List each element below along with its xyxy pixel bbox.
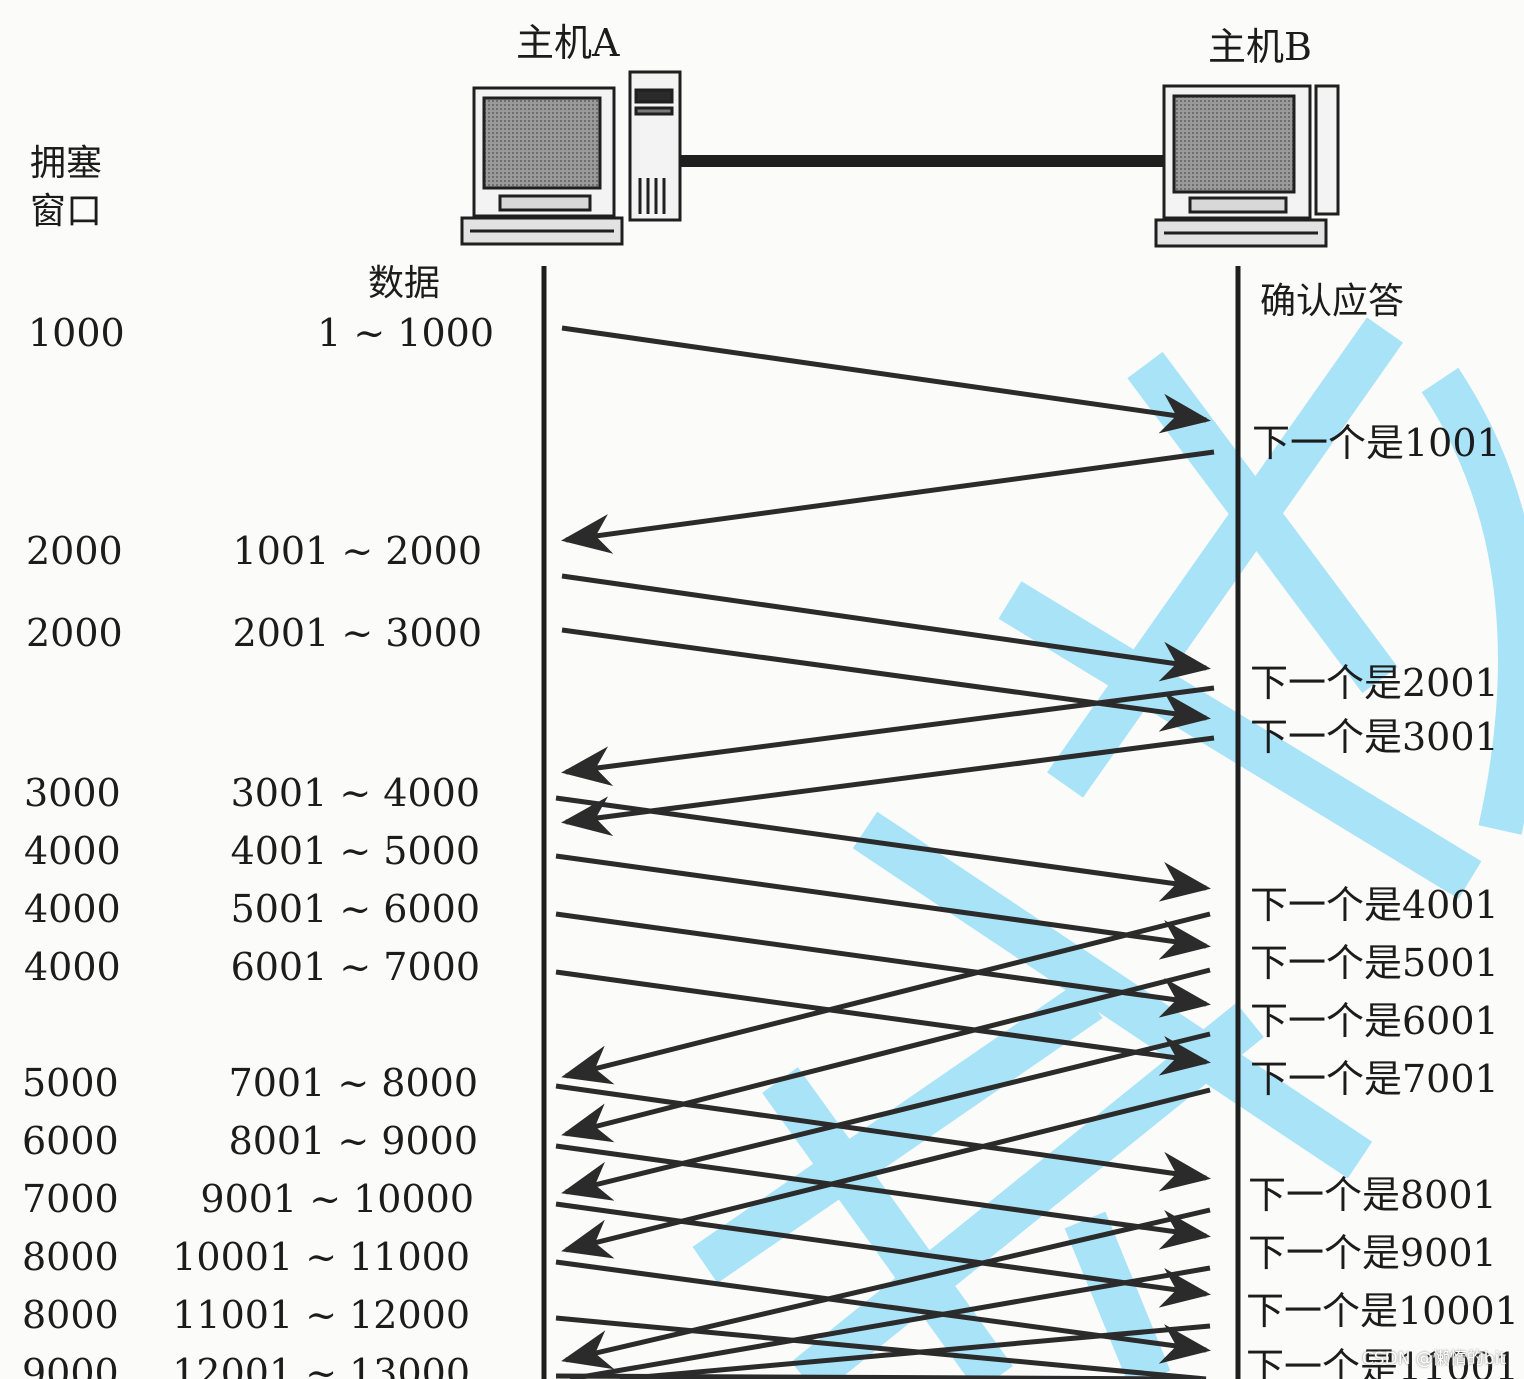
ack-arrow — [561, 1207, 1211, 1370]
ack-label: 下一个是4001 — [1250, 883, 1499, 927]
cwnd-header-line1: 拥塞 — [30, 143, 103, 184]
cwnd-value: 5000 — [22, 1061, 119, 1105]
data-range: 1 ~ 1000 — [317, 311, 494, 355]
data-segment-arrow — [555, 1083, 1211, 1192]
cwnd-value: 2000 — [26, 529, 123, 573]
ack-label: 下一个是1001 — [1252, 421, 1501, 465]
ack-header: 确认应答 — [1260, 281, 1405, 322]
cwnd-value: 7000 — [22, 1177, 119, 1221]
data-segment-arrow — [561, 325, 1211, 434]
ack-label: 下一个是7001 — [1250, 1057, 1499, 1101]
data-segment-arrow — [555, 1143, 1211, 1250]
ack-arrow — [569, 1265, 1211, 1379]
cwnd-value: 4000 — [24, 945, 121, 989]
data-header: 数据 — [368, 263, 441, 304]
network-cable — [676, 155, 1166, 167]
ack-arrow — [561, 449, 1215, 554]
ack-arrow — [561, 1087, 1211, 1259]
ack-arrow — [561, 685, 1215, 787]
data-segment-arrow — [555, 1201, 1211, 1308]
cwnd-value: 2000 — [26, 611, 123, 655]
ack-arrow — [561, 911, 1211, 1085]
data-range: 10001 ~ 11000 — [172, 1235, 470, 1279]
cwnd-header-line2: 窗口 — [30, 191, 103, 232]
cwnd-value: 4000 — [24, 887, 121, 931]
data-range: 9001 ~ 10000 — [200, 1177, 474, 1221]
host-a-label: 主机A — [516, 21, 620, 65]
data-segment-arrow — [555, 853, 1211, 960]
message-arrows — [555, 325, 1215, 1379]
data-segment-arrow — [555, 969, 1211, 1076]
cwnd-value: 8000 — [22, 1235, 119, 1279]
data-range: 6001 ~ 7000 — [230, 945, 480, 989]
host-a-computer-icon — [460, 70, 682, 246]
data-range: 7001 ~ 8000 — [228, 1061, 478, 1105]
ack-arrow — [561, 735, 1215, 837]
watermark-stroke — [1421, 367, 1524, 835]
ack-arrow — [561, 1031, 1211, 1201]
data-range: 5001 ~ 6000 — [230, 887, 480, 931]
ack-label: 下一个是11001 — [1246, 1345, 1519, 1379]
data-segment-arrow — [555, 795, 1211, 902]
ack-label: 下一个是6001 — [1250, 999, 1499, 1043]
data-segment-arrow — [555, 911, 1211, 1018]
ack-label: 下一个是10001 — [1246, 1289, 1519, 1333]
data-range: 1001 ~ 2000 — [232, 529, 482, 573]
data-range: 12001 ~ 13000 — [172, 1351, 470, 1379]
data-segment-arrow — [555, 1315, 1207, 1379]
data-range: 11001 ~ 12000 — [172, 1293, 470, 1337]
cwnd-value: 6000 — [22, 1119, 119, 1163]
cwnd-value: 8000 — [22, 1293, 119, 1337]
cwnd-value: 4000 — [24, 829, 121, 873]
data-range: 2001 ~ 3000 — [232, 611, 482, 655]
ack-label: 下一个是5001 — [1250, 941, 1499, 985]
data-range: 3001 ~ 4000 — [230, 771, 480, 815]
host-b-label: 主机B — [1208, 25, 1312, 69]
cwnd-value: 9000 — [22, 1351, 119, 1379]
ack-label: 下一个是3001 — [1250, 715, 1499, 759]
ack-label: 下一个是8001 — [1248, 1173, 1497, 1217]
ack-arrow — [561, 967, 1211, 1143]
cwnd-value: 3000 — [24, 771, 121, 815]
data-segment-arrow — [561, 573, 1211, 682]
watermark-stroke — [1047, 317, 1403, 798]
host-b-computer-icon — [1154, 84, 1340, 248]
watermark-text: CSDN @懒惰的bit — [1361, 1349, 1506, 1369]
ack-label: 下一个是2001 — [1250, 661, 1499, 705]
data-range: 4001 ~ 5000 — [230, 829, 480, 873]
watermark-stroke — [1064, 1211, 1171, 1379]
data-range: 8001 ~ 9000 — [228, 1119, 478, 1163]
ack-label: 下一个是9001 — [1248, 1231, 1497, 1275]
watermark-stroke — [791, 1002, 1264, 1379]
ack-arrow — [619, 1323, 1211, 1379]
cwnd-value: 1000 — [28, 311, 125, 355]
